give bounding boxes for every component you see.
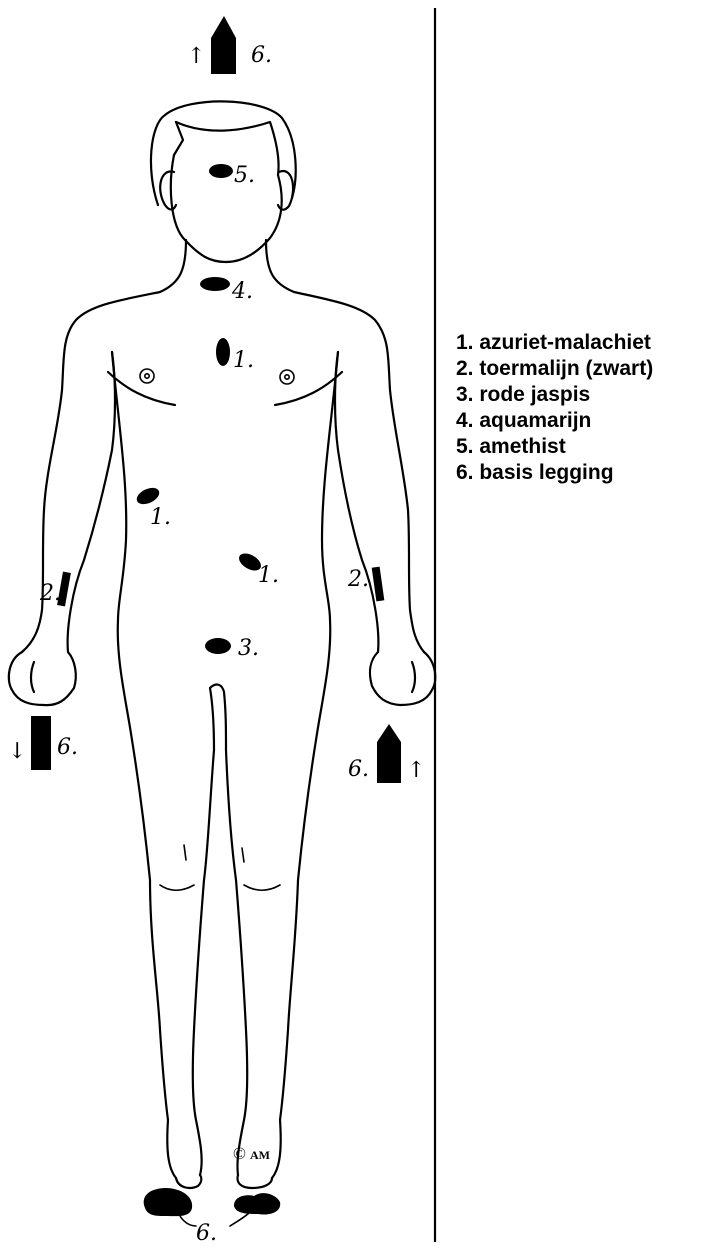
legend-item: 6. basis legging bbox=[456, 460, 653, 486]
legend: 1. azuriet-malachiet 2. toermalijn (zwar… bbox=[456, 330, 653, 486]
label-chest: 1. bbox=[233, 348, 254, 373]
stone-foot-right bbox=[234, 1193, 280, 1214]
body-outline bbox=[9, 101, 435, 1226]
stone-side bbox=[134, 485, 162, 508]
copyright-symbol: © bbox=[233, 1144, 246, 1163]
stone-chest bbox=[216, 338, 230, 366]
legend-item: 5. amethist bbox=[456, 434, 653, 460]
stone-pelvis bbox=[205, 638, 231, 654]
stone-forehead bbox=[209, 164, 233, 178]
label-left-hand: 6. bbox=[57, 735, 78, 760]
stone-throat bbox=[200, 277, 230, 291]
label-right-hand: 6. bbox=[348, 757, 369, 782]
label-feet: 6. bbox=[196, 1221, 217, 1246]
legend-item: 4. aquamarijn bbox=[456, 408, 653, 434]
crystal-left-hand bbox=[31, 716, 51, 770]
label-crown-stone: 6. bbox=[251, 43, 272, 68]
legend-item: 3. rode jaspis bbox=[456, 382, 653, 408]
legend-item: 2. toermalijn (zwart) bbox=[456, 356, 653, 382]
label-pelvis: 3. bbox=[238, 636, 259, 661]
crystal-right-hand bbox=[377, 724, 401, 783]
stones bbox=[31, 16, 401, 1216]
label-belly: 1. bbox=[258, 563, 279, 588]
label-arm-right: 2. bbox=[347, 567, 369, 592]
label-throat: 4. bbox=[231, 279, 253, 304]
legend-item: 1. azuriet-malachiet bbox=[456, 330, 653, 356]
arrow-down-left-hand: ↓ bbox=[8, 739, 26, 764]
crystal-top bbox=[211, 16, 236, 74]
label-forehead: 5. bbox=[234, 163, 255, 188]
stone-foot-left bbox=[144, 1188, 192, 1216]
label-arm-left: 2. bbox=[39, 581, 61, 606]
label-side: 1. bbox=[150, 505, 171, 530]
arrow-up-right-hand: ↑ bbox=[407, 758, 425, 783]
copyright-initials: AM bbox=[250, 1148, 270, 1162]
arrow-up-top: ↑ bbox=[187, 44, 205, 69]
